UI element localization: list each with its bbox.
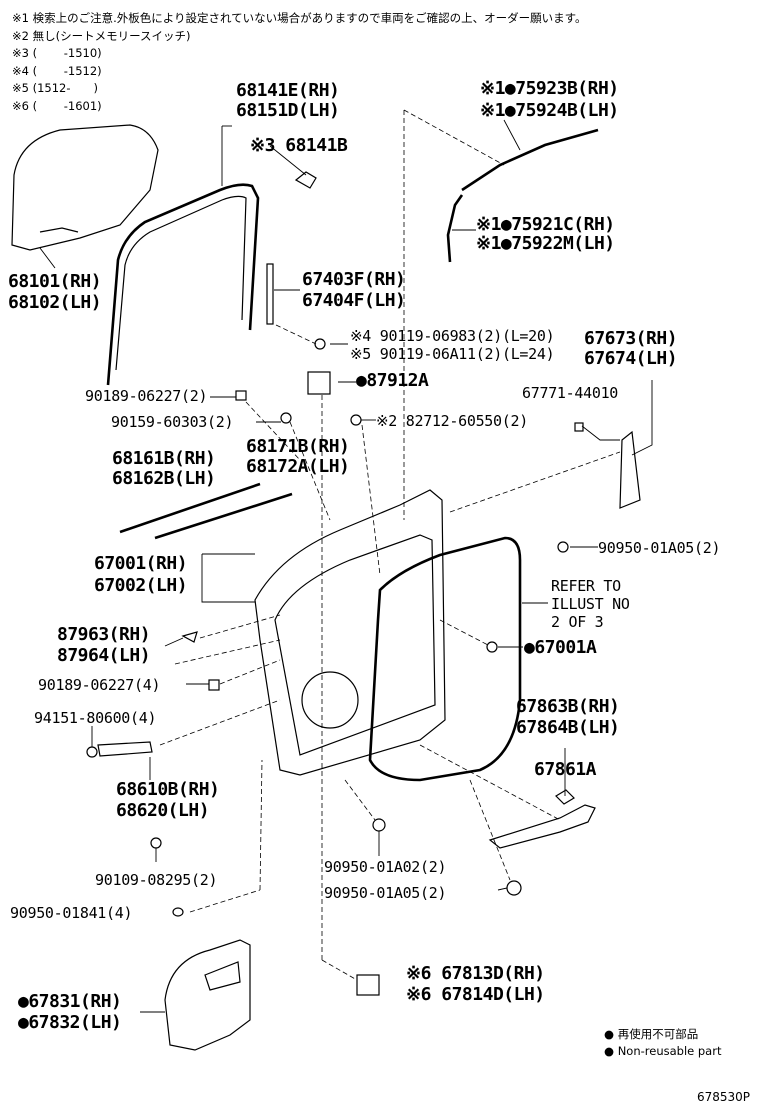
part-label-67771[interactable]: 67771-44010 <box>522 384 619 402</box>
part-label-67814D[interactable]: ※6 67814D(LH) <box>406 984 545 1005</box>
part-label-90119-06A11[interactable]: ※5 90119-06A11(2)(L=24) <box>350 345 555 363</box>
clip-90189-upper <box>235 390 247 401</box>
part-label-90189-upper[interactable]: 90189-06227(2) <box>85 387 208 405</box>
part-label-68141E[interactable]: 68141E(RH) <box>236 80 340 101</box>
legend-jp: ● 再使用不可部品 <box>604 1027 699 1041</box>
inner-weatherstrip <box>119 482 261 534</box>
part-label-67831[interactable]: ●67831(RH) <box>18 991 122 1012</box>
part-label-68102[interactable]: 68102(LH) <box>8 292 102 313</box>
outer-weatherstrip <box>154 492 293 540</box>
part-label-87964[interactable]: 87964(LH) <box>57 645 151 666</box>
note-3: ※3 ( -1510) <box>12 46 102 60</box>
part-label-68620[interactable]: 68620(LH) <box>116 800 210 821</box>
part-label-90189-lower[interactable]: 90189-06227(4) <box>38 676 161 694</box>
part-label-68161B[interactable]: 68161B(RH) <box>112 448 216 469</box>
part-label-67864B[interactable]: 67864B(LH) <box>516 717 620 738</box>
part-label-94151[interactable]: 94151-80600(4) <box>34 709 157 727</box>
part-label-90159[interactable]: 90159-60303(2) <box>111 413 234 431</box>
part-label-67832[interactable]: ●67832(LH) <box>18 1012 122 1033</box>
part-label-68171B[interactable]: 68171B(RH) <box>246 436 350 457</box>
diagram-code: 678530P <box>696 1090 750 1104</box>
part-label-75922M[interactable]: ※1●75922M(LH) <box>476 233 615 254</box>
part-label-87963[interactable]: 87963(RH) <box>57 624 151 645</box>
door-check <box>97 741 153 757</box>
part-label-67673[interactable]: 67673(RH) <box>584 328 678 349</box>
legend-en: ● Non-reusable part <box>604 1044 722 1058</box>
note-1: ※1 検索上のご注意.外板色により設定されていない場合がありますので車両をご確認… <box>12 11 587 25</box>
leader-lines <box>39 119 653 1013</box>
cover-67673 <box>619 430 641 509</box>
part-label-67403F[interactable]: 67403F(RH) <box>302 269 406 290</box>
part-label-90119-06983[interactable]: ※4 90119-06983(2)(L=20) <box>350 327 555 345</box>
part-label-90950-01A05-upper[interactable]: 90950-01A05(2) <box>598 539 721 557</box>
bolt-90119 <box>314 338 326 350</box>
hinge-87912A <box>307 371 331 395</box>
screw-90159 <box>280 412 292 424</box>
part-label-90950-01841[interactable]: 90950-01841(4) <box>10 904 133 922</box>
part-label-67404F[interactable]: 67404F(LH) <box>302 290 406 311</box>
refer-to-illust[interactable]: REFER TO ILLUST NO 2 OF 3 <box>551 577 630 631</box>
part-label-75921C[interactable]: ※1●75921C(RH) <box>476 214 615 235</box>
part-label-90950-01A05-lower[interactable]: 90950-01A05(2) <box>324 884 447 902</box>
part-label-75923B[interactable]: ※1●75923B(RH) <box>480 78 619 99</box>
part-label-68162B[interactable]: 68162B(LH) <box>112 468 216 489</box>
part-label-90950-01A02[interactable]: 90950-01A02(2) <box>324 858 447 876</box>
part-label-75924B[interactable]: ※1●75924B(LH) <box>480 100 619 121</box>
note-4: ※4 ( -1512) <box>12 63 102 78</box>
part-label-68141B[interactable]: ※3 68141B <box>250 135 348 156</box>
part-label-67002[interactable]: 67002(LH) <box>94 575 188 596</box>
search-notes: ※1 検索上のご注意.外板色により設定されていない場合がありますので車両をご確認… <box>12 10 587 115</box>
part-label-87912A[interactable]: ●87912A <box>356 370 429 391</box>
belt-moulding <box>266 263 274 325</box>
part-label-90109[interactable]: 90109-08295(2) <box>95 871 218 889</box>
upper-moulding <box>461 128 599 192</box>
glass-run-channel <box>106 183 260 386</box>
hole-cover <box>356 974 380 996</box>
part-label-68101[interactable]: 68101(RH) <box>8 271 102 292</box>
note-6: ※6 ( -1601) <box>12 98 102 113</box>
part-label-67813D[interactable]: ※6 67813D(RH) <box>406 963 545 984</box>
door-panel <box>254 489 446 776</box>
note-2: ※2 無し(シートメモリースイッチ) <box>12 28 191 43</box>
clip-68141B <box>294 171 317 189</box>
part-label-68610B[interactable]: 68610B(RH) <box>116 779 220 800</box>
part-label-67861A[interactable]: 67861A <box>534 759 597 780</box>
part-label-68172A[interactable]: 68172A(LH) <box>246 456 350 477</box>
lower-moulding <box>488 804 596 849</box>
legend: ● 再使用不可部品 ● Non-reusable part <box>604 1026 721 1060</box>
part-label-67001A[interactable]: ●67001A <box>524 637 597 658</box>
part-label-68151D[interactable]: 68151D(LH) <box>236 100 340 121</box>
note-5: ※5 (1512- ) <box>12 81 98 95</box>
part-label-82712[interactable]: ※2 82712-60550(2) <box>376 412 528 430</box>
guide-lines <box>159 109 621 981</box>
part-label-67863B[interactable]: 67863B(RH) <box>516 696 620 717</box>
front-moulding <box>446 194 464 263</box>
switch-82712 <box>350 414 362 426</box>
door-weatherstrip <box>368 536 522 782</box>
part-label-67674[interactable]: 67674(LH) <box>584 348 678 369</box>
service-hole-cover <box>164 939 251 1051</box>
part-label-67001[interactable]: 67001(RH) <box>94 553 188 574</box>
door-glass <box>11 124 159 251</box>
